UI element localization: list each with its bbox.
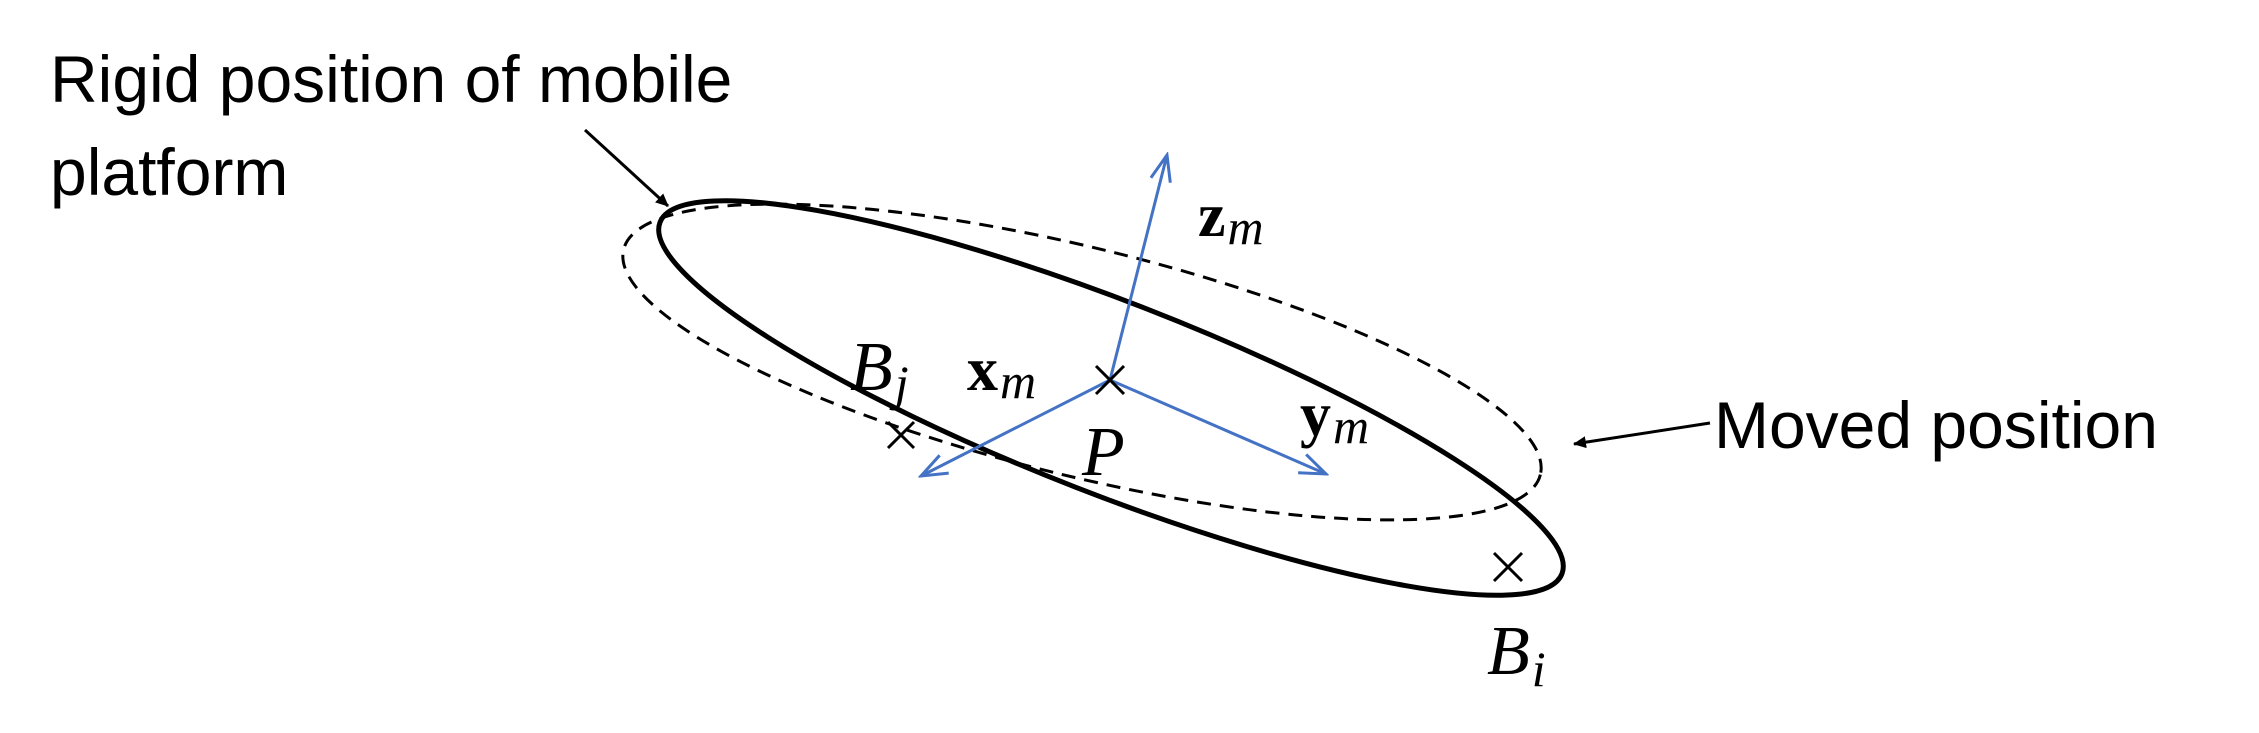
point-bi-label: Bi — [1487, 613, 1546, 697]
point-bj-label: Bj — [850, 329, 909, 411]
z-axis-label: zm — [1198, 182, 1264, 255]
x-axis-arrow — [921, 378, 1111, 476]
rigid-position-label-line2: platform — [50, 135, 288, 209]
y-axis-arrow — [1109, 378, 1326, 474]
moved-platform-ellipse — [621, 202, 1543, 522]
point-p-label: P — [1081, 414, 1125, 491]
moved-position-label: Moved position — [1714, 388, 2158, 462]
moved-pointer-arrow — [1573, 421, 1711, 449]
point-bj-cross — [886, 420, 916, 450]
x-axis-label: xm — [967, 336, 1036, 409]
z-axis-arrow — [1108, 155, 1167, 381]
point-p-cross — [1094, 364, 1126, 396]
rigid-platform-ellipse — [656, 198, 1566, 598]
rigid-pointer-arrow — [583, 128, 670, 208]
rigid-position-label-line1: Rigid position of mobile — [50, 42, 732, 116]
y-axis-label: ym — [1300, 381, 1369, 454]
point-bi-cross — [1492, 551, 1524, 583]
